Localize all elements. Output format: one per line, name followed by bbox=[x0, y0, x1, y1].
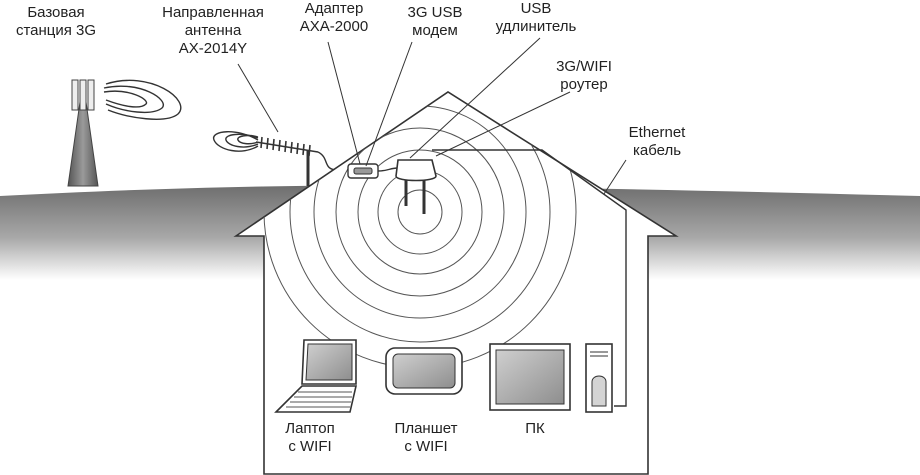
label-base-station: Базовая станция 3G bbox=[15, 4, 97, 39]
laptop-icon bbox=[274, 339, 358, 413]
cell-tower-icon bbox=[67, 79, 182, 187]
yagi-antenna-icon bbox=[255, 136, 319, 186]
leader-lines bbox=[237, 37, 627, 195]
label-antenna: Направленная антенна AX-2014Y bbox=[162, 4, 264, 57]
usb-cable bbox=[377, 167, 399, 172]
label-adapter: Адаптер AXA-2000 bbox=[299, 0, 369, 35]
label-pc: ПК bbox=[525, 420, 545, 437]
pc-tower-icon bbox=[585, 343, 613, 413]
monitor-icon bbox=[489, 343, 571, 411]
antenna-signal-icon bbox=[213, 131, 259, 152]
label-ethernet: Ethernet кабель bbox=[628, 124, 686, 159]
wifi-router-icon bbox=[395, 159, 437, 214]
label-usb-extender: USB удлинитель bbox=[495, 0, 577, 35]
label-tablet: Планшет с WIFI bbox=[394, 420, 458, 455]
usb-adapter-icon bbox=[347, 163, 379, 179]
label-router: 3G/WIFI роутер bbox=[556, 58, 612, 93]
ethernet-cable bbox=[432, 149, 627, 407]
tablet-icon bbox=[385, 347, 463, 395]
label-modem: 3G USB модем bbox=[407, 4, 463, 39]
label-laptop: Лаптоп с WIFI bbox=[285, 420, 335, 455]
